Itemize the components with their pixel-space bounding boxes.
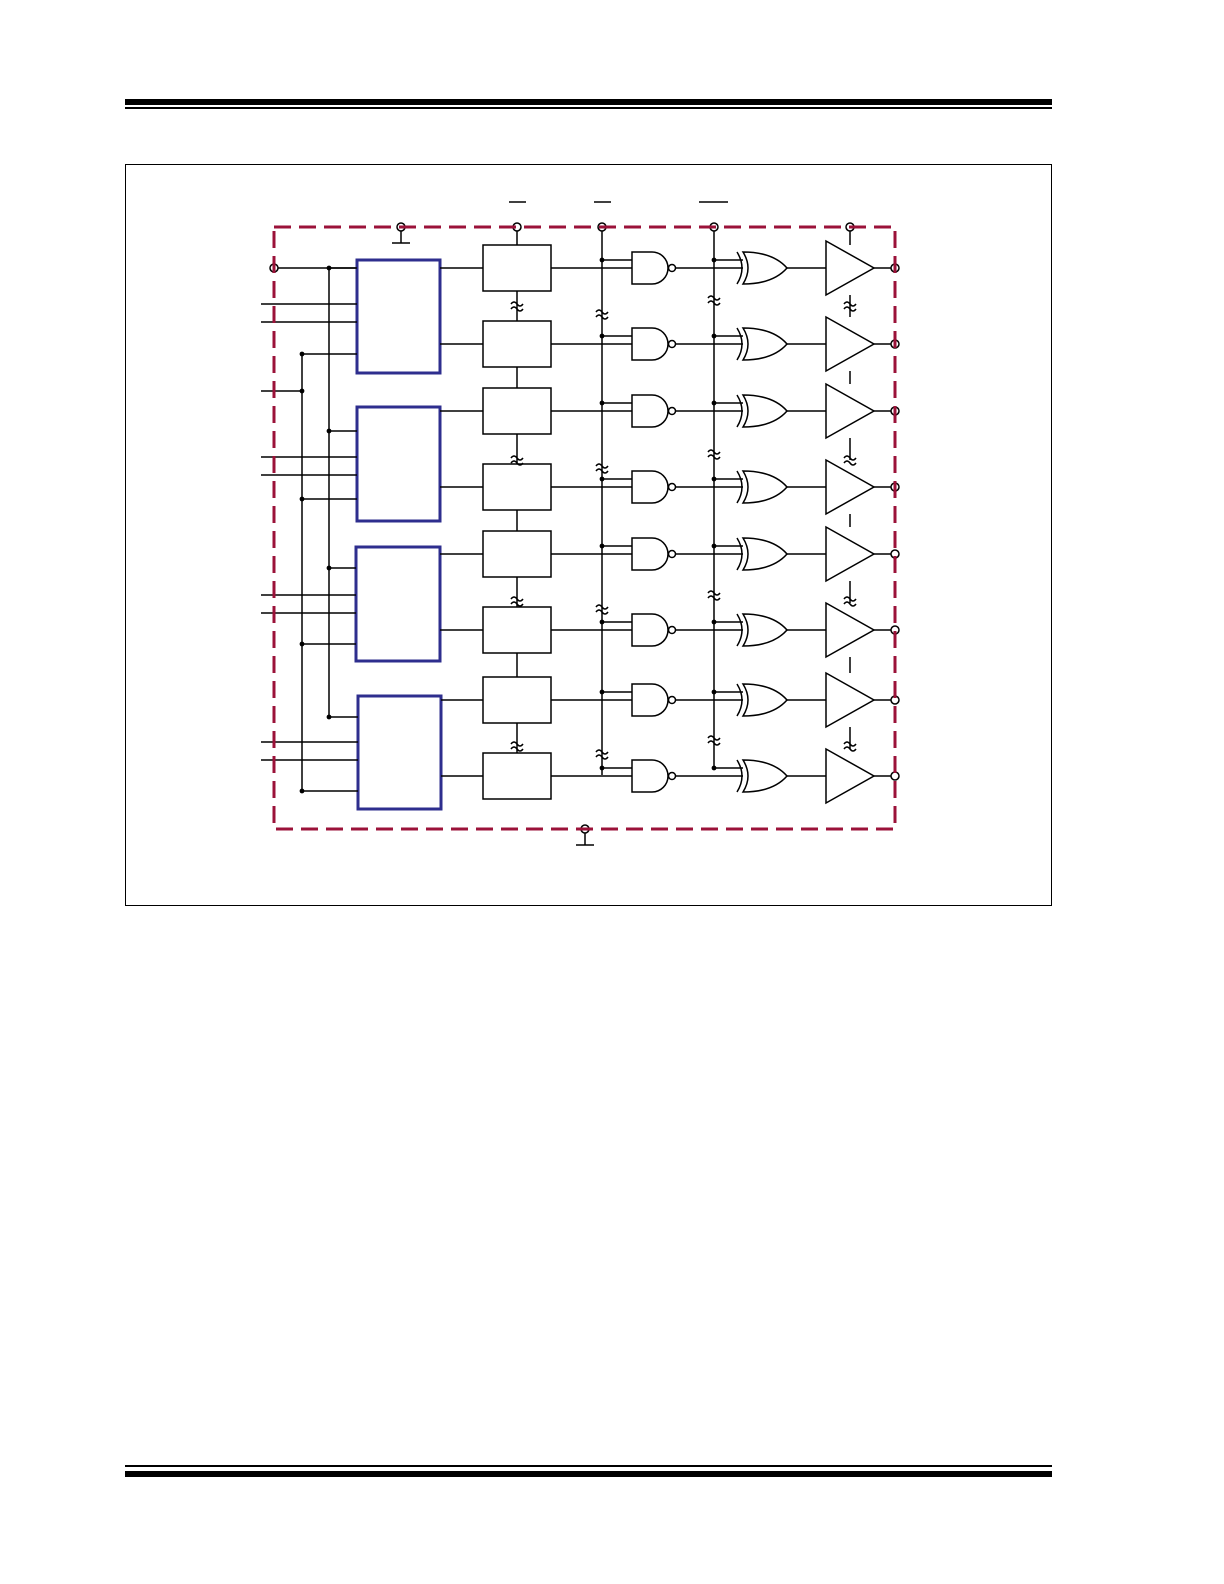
static-wiring	[274, 201, 851, 846]
junction-dot	[711, 476, 717, 482]
buffer-triangle-icon	[825, 239, 876, 297]
capacitor-icon	[510, 741, 524, 752]
nand-gate-icon	[631, 613, 669, 647]
nand-bubble	[667, 771, 677, 781]
xnor-gate-icon	[741, 759, 788, 793]
nand-bubble	[667, 625, 677, 635]
capacitor-icon	[595, 309, 609, 320]
xnor-gate-icon	[736, 613, 743, 647]
nand-bubble	[667, 339, 677, 349]
buffer-triangle-icon	[825, 671, 876, 729]
capacitor-icon	[707, 590, 721, 601]
junction-dot	[711, 619, 717, 625]
buffer-triangle-icon	[825, 458, 876, 516]
nand-bubble	[667, 482, 677, 492]
junction-dot	[599, 619, 605, 625]
xnor-gate-icon	[741, 327, 788, 361]
nand-gate-icon	[631, 327, 669, 361]
generated-elements	[261, 222, 900, 834]
junction-dot	[711, 257, 717, 263]
decoder-block	[355, 405, 442, 523]
buffer-triangle-icon	[825, 747, 876, 805]
latch-block	[482, 320, 552, 368]
decoder-block	[354, 545, 442, 663]
junction-dot	[326, 428, 332, 434]
capacitor-icon	[595, 749, 609, 760]
junction-dot	[711, 689, 717, 695]
latch-block	[482, 676, 552, 724]
capacitor-icon	[595, 463, 609, 474]
nand-bubble	[667, 695, 677, 705]
junction-dot	[299, 496, 305, 502]
nand-gate-icon	[631, 470, 669, 504]
nand-bubble	[667, 406, 677, 416]
xnor-gate-icon	[741, 537, 788, 571]
nand-bubble	[667, 263, 677, 273]
xnor-gate-icon	[736, 683, 743, 717]
latch-block	[482, 606, 552, 654]
xnor-gate-icon	[741, 251, 788, 285]
chip-boundary	[272, 225, 897, 831]
junction-dot	[599, 400, 605, 406]
header-rule-thin	[125, 107, 1052, 109]
junction-dot	[599, 257, 605, 263]
block-diagram	[261, 201, 900, 846]
decoder-block	[356, 694, 443, 811]
pin-circle-icon	[890, 771, 900, 781]
figure-frame	[125, 164, 1052, 906]
capacitor-icon	[510, 455, 524, 466]
xnor-gate-icon	[741, 683, 788, 717]
junction-dot	[599, 765, 605, 771]
nand-bubble	[667, 549, 677, 559]
junction-dot	[711, 765, 717, 771]
junction-dot	[599, 689, 605, 695]
decoder-block	[355, 258, 442, 375]
junction-dot	[326, 714, 332, 720]
junction-dot	[599, 476, 605, 482]
xnor-gate-icon	[741, 470, 788, 504]
junction-dot	[299, 641, 305, 647]
xnor-gate-icon	[736, 327, 743, 361]
capacitor-icon	[595, 604, 609, 615]
junction-dot	[299, 351, 305, 357]
footer-rule-thick	[125, 1471, 1052, 1477]
junction-dot	[711, 400, 717, 406]
junction-dot	[711, 543, 717, 549]
xnor-gate-icon	[736, 470, 743, 504]
nand-gate-icon	[631, 251, 669, 285]
nand-gate-icon	[631, 537, 669, 571]
xnor-gate-icon	[741, 613, 788, 647]
buffer-triangle-icon	[825, 382, 876, 440]
capacitor-icon	[707, 735, 721, 746]
latch-block	[482, 244, 552, 292]
nand-gate-icon	[631, 759, 669, 793]
latch-block	[482, 752, 552, 800]
xnor-gate-icon	[736, 394, 743, 428]
xnor-gate-icon	[736, 759, 743, 793]
junction-dot	[326, 265, 332, 271]
junction-dot	[299, 788, 305, 794]
buffer-triangle-icon	[825, 601, 876, 659]
footer-rule-thin	[125, 1465, 1052, 1467]
buffer-triangle-icon	[825, 315, 876, 373]
nand-gate-icon	[631, 683, 669, 717]
junction-dot	[299, 388, 305, 394]
capacitor-icon	[707, 449, 721, 460]
junction-dot	[599, 333, 605, 339]
latch-block	[482, 463, 552, 511]
nand-gate-icon	[631, 394, 669, 428]
latch-block	[482, 387, 552, 435]
junction-dot	[326, 565, 332, 571]
xnor-gate-icon	[736, 251, 743, 285]
junction-dot	[599, 543, 605, 549]
xnor-gate-icon	[741, 394, 788, 428]
buffer-triangle-icon	[825, 525, 876, 583]
xnor-gate-icon	[736, 537, 743, 571]
header-rule-thick	[125, 99, 1052, 105]
capacitor-icon	[707, 295, 721, 306]
capacitor-icon	[510, 596, 524, 607]
latch-block	[482, 530, 552, 578]
capacitor-icon	[510, 301, 524, 312]
junction-dot	[711, 333, 717, 339]
